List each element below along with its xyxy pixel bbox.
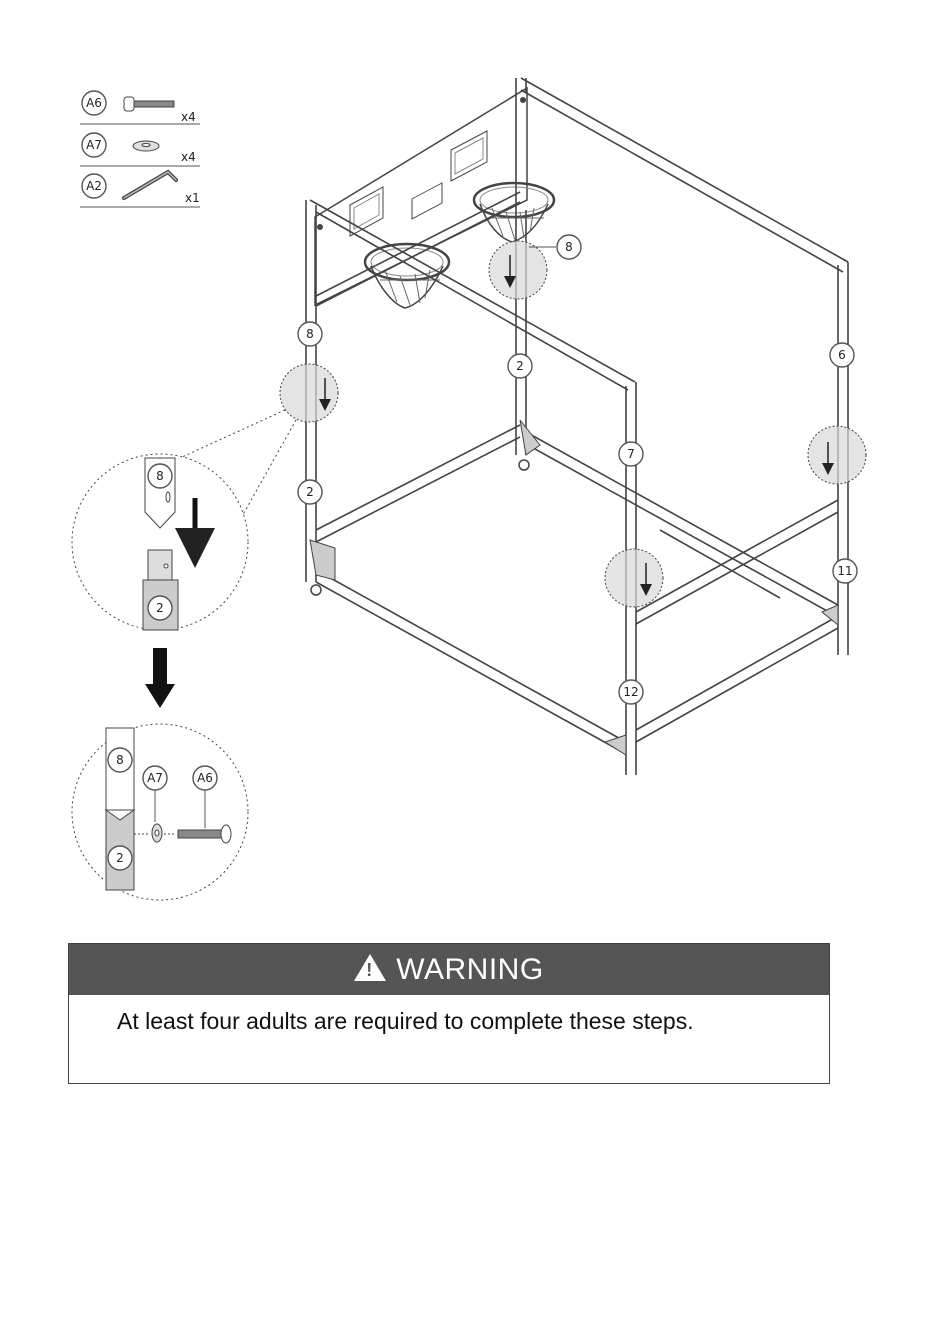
- svg-text:12: 12: [623, 685, 638, 699]
- svg-text:A6: A6: [197, 771, 213, 785]
- callout-left-lower: 2: [298, 480, 322, 504]
- svg-text:6: 6: [838, 348, 846, 362]
- warning-triangle-icon: !: [354, 954, 386, 981]
- svg-text:A7: A7: [86, 138, 102, 152]
- part-label-a6: A6: [82, 91, 106, 115]
- part-label-a7: A7: [82, 133, 106, 157]
- svg-text:8: 8: [116, 753, 124, 767]
- callout-right-upper: 6: [830, 343, 854, 367]
- svg-text:7: 7: [627, 447, 635, 461]
- callout-front-upper: 7: [619, 442, 643, 466]
- warning-header: ! WARNING: [69, 944, 829, 995]
- svg-text:11: 11: [837, 564, 852, 578]
- svg-text:2: 2: [306, 485, 314, 499]
- svg-text:A2: A2: [86, 179, 102, 193]
- parts-list: A6 x4 A7 x4 A2 x1: [80, 91, 200, 207]
- svg-text:2: 2: [156, 601, 164, 615]
- svg-text:2: 2: [116, 851, 124, 865]
- svg-text:8: 8: [306, 327, 314, 341]
- svg-text:8: 8: [156, 469, 164, 483]
- callout-mid-lower: 2: [508, 354, 532, 378]
- washer-icon: [133, 141, 159, 151]
- svg-text:A7: A7: [147, 771, 163, 785]
- warning-text: At least four adults are required to com…: [69, 995, 829, 1035]
- svg-text:A6: A6: [86, 96, 102, 110]
- callout-front-lower: 12: [619, 680, 643, 704]
- part-qty-a2: x1: [185, 191, 200, 205]
- part-qty-a6: x4: [181, 110, 196, 124]
- svg-text:2: 2: [516, 359, 524, 373]
- warning-box: ! WARNING At least four adults are requi…: [68, 943, 830, 1084]
- callout-left-upper: 8: [298, 322, 322, 346]
- down-arrow-icon: [145, 648, 175, 708]
- allen-key-icon: [124, 172, 176, 198]
- warning-title: WARNING: [396, 953, 543, 987]
- assembly-diagram: A6 x4 A7 x4 A2 x1: [0, 0, 933, 940]
- callout-right-lower: 11: [833, 559, 857, 583]
- detail-bolt: 8 2 A7 A6: [72, 724, 248, 900]
- part-label-a2: A2: [82, 174, 106, 198]
- part-qty-a7: x4: [181, 150, 196, 164]
- detail-insert: 8 2: [72, 454, 248, 630]
- bolt-icon: [124, 97, 174, 111]
- svg-text:8: 8: [565, 240, 573, 254]
